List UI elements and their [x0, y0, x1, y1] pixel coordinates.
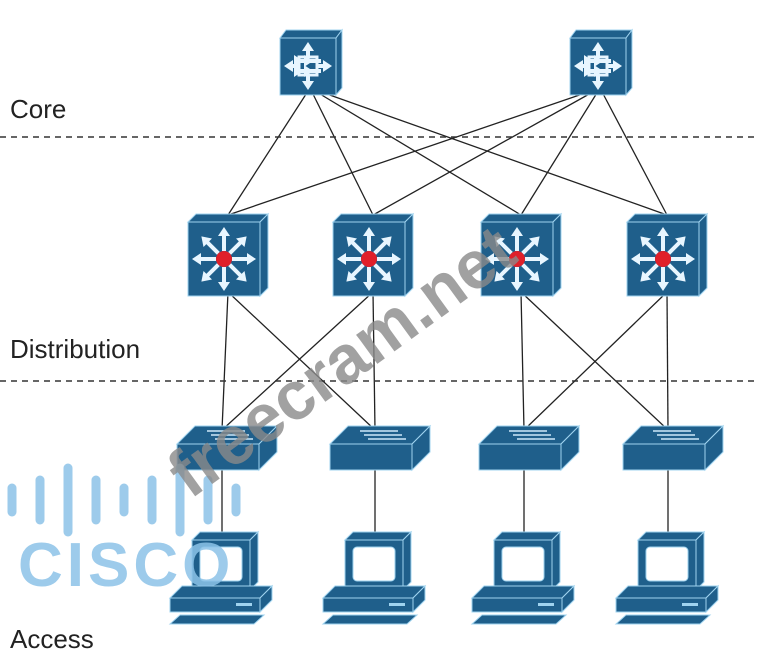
multilayer-switch-center-icon [361, 251, 377, 267]
monitor-screen-icon [199, 546, 243, 582]
pc-1 [168, 530, 274, 625]
distribution-layer-label: Distribution [10, 334, 140, 364]
link-dist3-access4 [520, 291, 669, 431]
multilayer-switch-center-icon [509, 251, 525, 267]
access-switch-4 [621, 424, 725, 472]
pc-3 [470, 530, 576, 625]
link-dist1-access1 [221, 291, 229, 431]
keyboard-icon [321, 614, 419, 625]
access-switch-3 [477, 424, 581, 472]
multilayer-switch-center-icon [216, 251, 232, 267]
core-switch-2 [569, 28, 633, 97]
monitor-screen-icon [352, 546, 396, 582]
link-core1-dist4 [309, 87, 668, 216]
multilayer-switch-center-icon [655, 251, 671, 267]
core-layer-label: Core [10, 94, 66, 124]
distribution-switch-3 [479, 212, 563, 298]
link-core1-dist2 [309, 87, 374, 216]
distribution-switch-1 [186, 212, 270, 298]
link-core2-dist2 [372, 87, 601, 216]
keyboard-icon [168, 614, 266, 625]
link-dist2-access2 [372, 291, 376, 431]
cisco-logo: CISCO [7, 463, 241, 600]
keyboard-icon [614, 614, 712, 625]
link-dist4-access4 [666, 291, 669, 431]
core-switch-1 [279, 28, 343, 97]
link-dist2-access1 [221, 291, 374, 431]
monitor-screen-icon [501, 546, 545, 582]
link-core1-dist1 [227, 87, 311, 216]
pc-4 [614, 530, 720, 625]
devices [168, 28, 725, 625]
access-layer-label: Access [10, 624, 94, 654]
link-core2-dist1 [227, 87, 601, 216]
link-dist3-access3 [520, 291, 525, 431]
access-switch-1 [175, 424, 279, 472]
link-dist1-access2 [227, 291, 376, 431]
link-core2-dist4 [599, 87, 668, 216]
cisco-logo-text: CISCO [18, 531, 234, 600]
distribution-switch-2 [331, 212, 415, 298]
distribution-switch-4 [625, 212, 709, 298]
links [221, 87, 669, 535]
pc-2 [321, 530, 427, 625]
link-dist4-access3 [523, 291, 668, 431]
keyboard-icon [470, 614, 568, 625]
link-core2-dist3 [520, 87, 601, 216]
access-switch-2 [328, 424, 432, 472]
monitor-screen-icon [645, 546, 689, 582]
